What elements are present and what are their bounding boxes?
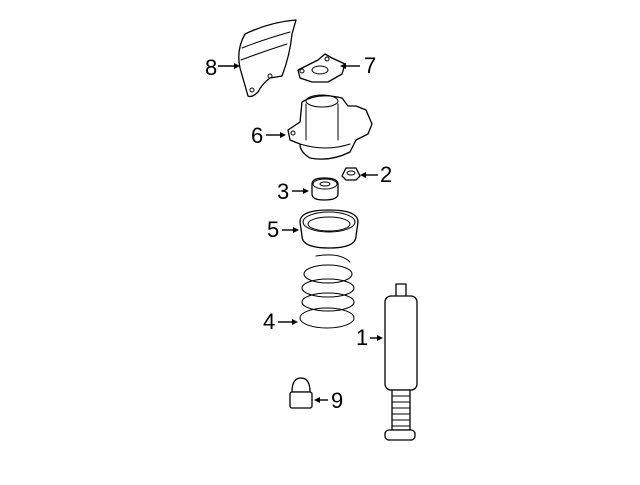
shock-absorber-part[interactable] xyxy=(384,283,418,441)
spring-insulator-part[interactable] xyxy=(299,209,359,249)
callout-8[interactable]: 8 xyxy=(205,55,218,80)
callout-9[interactable]: 9 xyxy=(331,388,344,413)
coil-spring-part[interactable] xyxy=(299,254,355,329)
callout-1[interactable]: 1 xyxy=(356,325,369,350)
heat-shield-part[interactable] xyxy=(238,19,297,98)
callout-6[interactable]: 6 xyxy=(251,123,264,148)
bump-stop-part[interactable] xyxy=(289,377,313,409)
bearing-part[interactable] xyxy=(311,177,339,201)
callout-2[interactable]: 2 xyxy=(380,162,393,187)
callout-4[interactable]: 4 xyxy=(263,309,276,334)
callout-7[interactable]: 7 xyxy=(364,53,377,78)
nut-part[interactable] xyxy=(341,167,361,181)
callout-5[interactable]: 5 xyxy=(267,217,280,242)
mount-plate-part[interactable] xyxy=(297,53,346,83)
upper-mount-part[interactable] xyxy=(287,94,373,160)
callout-arrows xyxy=(218,63,383,403)
callout-3[interactable]: 3 xyxy=(277,179,290,204)
